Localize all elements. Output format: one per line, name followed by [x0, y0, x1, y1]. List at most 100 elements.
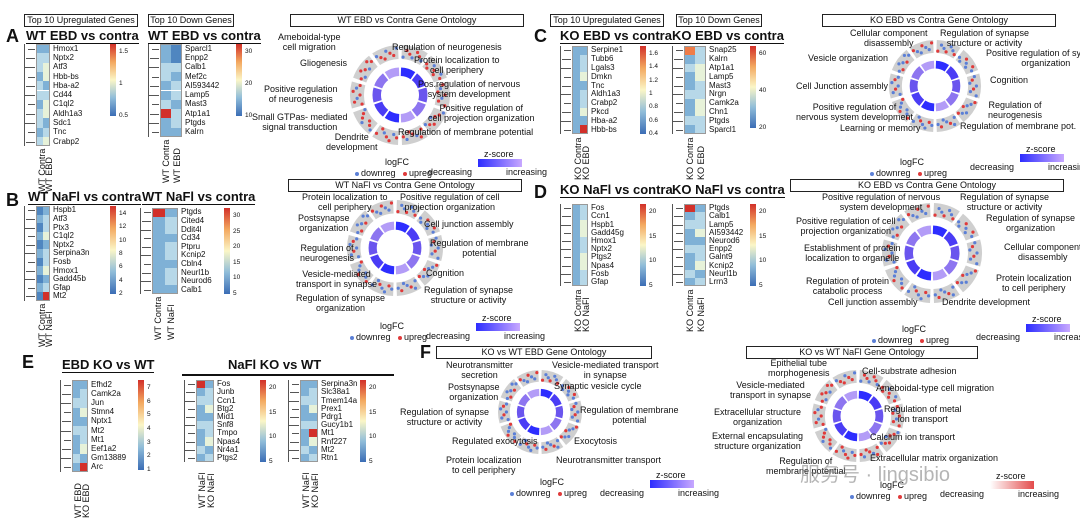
upreg-legend: upreg — [403, 168, 432, 178]
go-term-zscore-arc — [374, 101, 389, 117]
gene-dot — [394, 136, 399, 140]
gene-dot — [566, 393, 570, 397]
heatmap-cell — [72, 444, 80, 454]
heatmap-cell — [80, 453, 88, 463]
gene-label: Hbb-bs — [591, 124, 617, 134]
gene-dot — [896, 430, 900, 435]
gene-dot — [893, 87, 898, 91]
gene-dot — [405, 48, 409, 53]
gene-dot — [906, 289, 911, 293]
gene-dot — [529, 448, 533, 452]
heatmap-cell — [43, 249, 50, 258]
dendro-branch — [24, 279, 35, 281]
gene-dot — [973, 241, 977, 245]
increasing-label: increasing — [678, 488, 720, 498]
gene-dot — [820, 392, 824, 396]
heatmap-cell — [80, 462, 88, 472]
gene-dot — [843, 374, 847, 378]
dendro-branch — [26, 85, 35, 87]
heatmap-cell — [196, 412, 205, 421]
gene-dot — [865, 376, 869, 381]
gene-dot — [387, 284, 391, 288]
heatmap-cell — [684, 236, 695, 245]
gene-label: Nptx2 — [53, 239, 74, 249]
gene-dot — [441, 83, 445, 87]
heatmap-cell — [36, 118, 43, 128]
heatmap-cell — [205, 396, 214, 405]
go-term-zscore-arc — [909, 79, 919, 93]
colorbar — [640, 204, 646, 286]
decreasing-label: decreasing — [976, 332, 1021, 342]
gene-dot — [360, 121, 364, 125]
gene-label: Ptgds — [181, 207, 202, 217]
gene-dot — [518, 378, 522, 382]
gene-label: Stmn4 — [91, 407, 115, 417]
heatmap-title: EBD KO vs WT — [62, 357, 155, 373]
title-underline — [182, 374, 394, 376]
heatmap-cell — [160, 109, 171, 119]
gene-dot — [575, 419, 580, 423]
gene-dot — [895, 233, 899, 237]
heatmap-cell — [152, 233, 165, 243]
go-term-zscore-arc — [951, 79, 961, 93]
gene-dot — [559, 435, 563, 439]
heatmap-cell — [580, 220, 588, 229]
go-term-text: Epithelial tube — [770, 358, 828, 368]
gene-dot — [951, 49, 955, 53]
gene-dot — [891, 411, 895, 415]
go-term-zscore-arc — [834, 422, 848, 436]
panel-letter-b: B — [6, 190, 19, 210]
heatmap-cell — [572, 220, 580, 229]
gene-dot — [971, 230, 975, 234]
heatmap-cell — [300, 380, 309, 389]
dendro-branch — [562, 265, 571, 267]
heatmap-cell — [36, 214, 43, 224]
colorbar-tick: 15 — [369, 408, 377, 416]
go-term-text: system development — [427, 89, 511, 99]
gene-dot — [893, 78, 897, 82]
heatmap-cell — [43, 137, 50, 147]
upreg-dot — [898, 494, 902, 499]
increasing-label: increasing — [1048, 162, 1080, 172]
dendro-branch — [676, 232, 683, 234]
gene-dot — [814, 421, 818, 425]
go-term-zscore-arc — [527, 388, 540, 399]
gene-dot — [964, 222, 968, 226]
heatmap-cell — [309, 380, 318, 389]
upreg-legend: upreg — [558, 488, 587, 498]
dendro-branch — [26, 141, 35, 143]
dendro-branch — [140, 255, 151, 257]
gene-dot — [499, 407, 503, 411]
colorbar-tick: 12 — [119, 223, 127, 231]
zscore-bar — [1026, 324, 1070, 332]
go-term-text: Protein localization to — [302, 192, 388, 202]
panel-letter-d: D — [534, 182, 547, 202]
heatmap-cell — [309, 453, 318, 462]
gene-dot — [441, 111, 446, 115]
gene-dot — [430, 252, 434, 256]
heatmap-cell — [684, 72, 695, 82]
gene-label: Galnt9 — [709, 252, 733, 262]
colorbar — [260, 380, 266, 462]
gene-dot — [901, 217, 906, 222]
heatmap-cell — [152, 242, 165, 251]
go-term-text: cell projection organization — [428, 113, 535, 123]
gene-dot — [502, 413, 506, 417]
gene-dot — [824, 427, 828, 431]
downreg-dot — [872, 338, 876, 343]
go-term-label: Extracellular matrix organization — [870, 453, 998, 463]
gene-dot — [975, 251, 979, 255]
gene-dot — [853, 453, 857, 458]
go-circle-plot — [350, 45, 450, 145]
gene-dot — [973, 269, 978, 273]
gene-label: Hbb-bs — [53, 71, 79, 81]
gene-dot — [433, 249, 437, 253]
gene-dot — [533, 377, 537, 381]
gene-dot — [876, 452, 880, 457]
gene-dot — [389, 201, 394, 205]
heatmap-cell — [684, 261, 695, 270]
gene-label: C1ql2 — [53, 99, 74, 109]
heatmap-cell — [572, 204, 580, 213]
gene-dot — [974, 84, 978, 88]
